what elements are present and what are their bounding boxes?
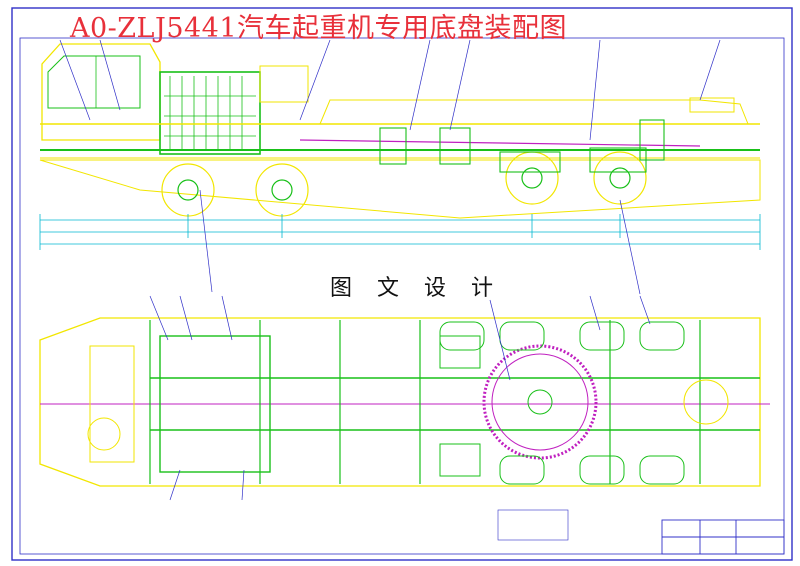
plan-outline: [39, 317, 761, 487]
wheel-1: [161, 163, 215, 217]
side-view: [39, 39, 761, 295]
technical-notes: [497, 509, 569, 541]
cab-window: [47, 55, 141, 109]
drawing-title: A0-ZLJ5441汽车起重机专用底盘装配图: [70, 13, 568, 44]
sheet-border: [11, 7, 793, 561]
cab-outline: [41, 43, 161, 141]
wheel-4: [593, 151, 647, 205]
plan-view: [39, 295, 770, 501]
wheel-2: [255, 163, 309, 217]
engine-block: [159, 71, 261, 155]
inner-border: [19, 37, 785, 555]
watermark-text: 图 文 设 计: [330, 276, 502, 301]
title-block: [661, 519, 785, 555]
slewing-ring: [482, 344, 598, 460]
steering-wheel: [87, 417, 121, 451]
